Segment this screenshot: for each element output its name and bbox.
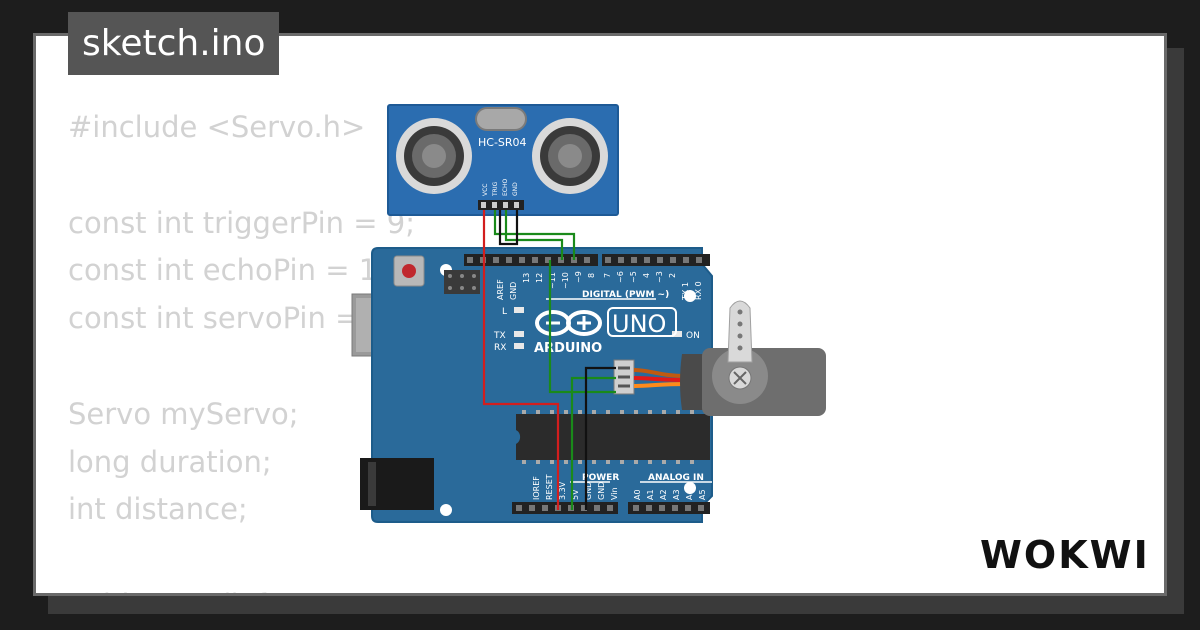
led-rx <box>514 343 524 349</box>
hc-sr04-sensor: HC-SR04 VCC TRIG ECHO GND <box>387 104 619 216</box>
uno-badge-text: UNO <box>612 310 666 338</box>
code-line: const int servoPin = <box>68 301 360 336</box>
mounting-hole <box>684 290 696 302</box>
pin-label: IOREF <box>532 476 541 500</box>
pin-label: GND <box>584 482 593 500</box>
wire-echo <box>504 210 564 260</box>
arduino-uno-board: AREF GND 13 12 ~11 ~10 ~9 8 7 ~6 ~5 4 ~3… <box>351 247 713 523</box>
servo-horn <box>727 300 753 363</box>
wire-servo-power <box>570 376 616 510</box>
pin-label: GND <box>509 282 518 300</box>
pin-label: ~3 <box>655 271 664 283</box>
pin-label: ~10 <box>561 272 570 289</box>
wire-servo-gnd <box>584 366 616 510</box>
pin-label: 8 <box>587 273 596 278</box>
code-line: const int triggerPin = 9; <box>68 205 415 240</box>
pin-label: Vin <box>610 487 619 500</box>
arduino-logo <box>535 310 602 336</box>
atmega-chip <box>516 414 710 460</box>
code-line: int distance; <box>68 492 248 527</box>
pin-label: 7 <box>603 273 612 278</box>
pin-label: A2 <box>659 489 668 500</box>
pin-label: A0 <box>633 489 642 500</box>
pin-label: ~6 <box>616 271 625 283</box>
pin-label: A1 <box>646 489 655 500</box>
servo-wire-red <box>633 376 687 382</box>
servo-wire-orange <box>633 382 687 388</box>
pin-label: ~11 <box>548 272 557 289</box>
servo-wire-brown <box>633 368 687 378</box>
wire-trig <box>493 210 576 260</box>
reset-button-cap <box>402 264 416 278</box>
led-l <box>514 307 524 313</box>
code-line: void setup() { <box>68 582 415 593</box>
code-line: long duration; <box>68 444 272 479</box>
pin-label: 3.3V <box>558 481 567 500</box>
sensor-crystal <box>475 107 527 131</box>
power-header <box>512 502 618 514</box>
pin-label: A4 <box>685 489 694 500</box>
pin-label: TX 1 <box>681 282 690 301</box>
sensor-pin-label: GND <box>512 182 519 196</box>
code-line: #include <Servo.h> <box>68 110 366 144</box>
pin-label: A3 <box>672 489 681 500</box>
led-on <box>672 331 682 337</box>
pin-label: AREF <box>496 279 505 300</box>
wire-sensor-gnd <box>498 210 519 246</box>
arduino-brand-text: ARDUINO <box>534 341 602 356</box>
circuit-diagram: AREF GND 13 12 ~11 ~10 ~9 8 7 ~6 ~5 4 ~3… <box>351 104 844 523</box>
pin-label: 2 <box>668 273 677 278</box>
icsp-header <box>444 270 480 294</box>
analog-pin-labels: A0 A1 A2 A3 A4 A5 <box>633 489 707 500</box>
power-pin-labels: IOREF RESET 3.3V 5V GND GND Vin <box>532 474 619 500</box>
power-header-label: POWER <box>582 473 619 483</box>
digital-pin-labels: AREF GND 13 12 ~11 ~10 ~9 8 7 ~6 ~5 4 ~3… <box>496 271 703 301</box>
wire-servo-signal <box>548 260 616 394</box>
pin-label: GND <box>597 482 606 500</box>
code-line <box>68 534 415 582</box>
sensor-model-label: HC-SR04 <box>478 136 527 149</box>
sensor-pin-label: VCC <box>482 184 489 196</box>
pin-label: A5 <box>698 489 707 500</box>
wokwi-logo-text: WOKWI <box>980 533 1150 577</box>
pin-label: ~5 <box>629 271 638 283</box>
led-tx-label: TX <box>493 331 506 341</box>
code-line: const int echoPin = 1 <box>68 253 378 288</box>
mounting-hole <box>440 504 452 516</box>
sensor-pin-label: ECHO <box>502 179 509 196</box>
pin-label: ~9 <box>574 271 583 283</box>
pin-label: 13 <box>522 273 531 283</box>
uno-badge <box>607 307 677 337</box>
wire-vcc <box>482 210 560 510</box>
pin-label: RESET <box>545 474 554 500</box>
digital-header-label: DIGITAL (PWM ~) <box>582 290 669 300</box>
wokwi-logo: WOKWI <box>980 533 1150 577</box>
led-rx-label: RX <box>494 343 506 353</box>
led-l-label: L <box>502 307 507 317</box>
servo-motor <box>613 300 844 416</box>
sensor-pin-label: TRIG <box>492 181 499 197</box>
code-preview: #include <Servo.h> const int triggerPin =… <box>68 104 415 593</box>
led-tx <box>514 331 524 337</box>
pin-label: 12 <box>535 273 544 283</box>
led-on-label: ON <box>686 331 700 341</box>
pin-label: 5V <box>571 489 580 500</box>
analog-header <box>628 502 710 514</box>
pin-label: RX 0 <box>694 281 703 300</box>
wires <box>482 210 616 510</box>
mounting-hole <box>684 482 696 494</box>
code-line: Servo myServo; <box>68 396 299 431</box>
analog-header-label: ANALOG IN <box>648 473 704 483</box>
sensor-pin-header <box>478 200 524 210</box>
pin-label: 4 <box>642 273 651 278</box>
file-tab-label: sketch.ino <box>68 12 280 75</box>
